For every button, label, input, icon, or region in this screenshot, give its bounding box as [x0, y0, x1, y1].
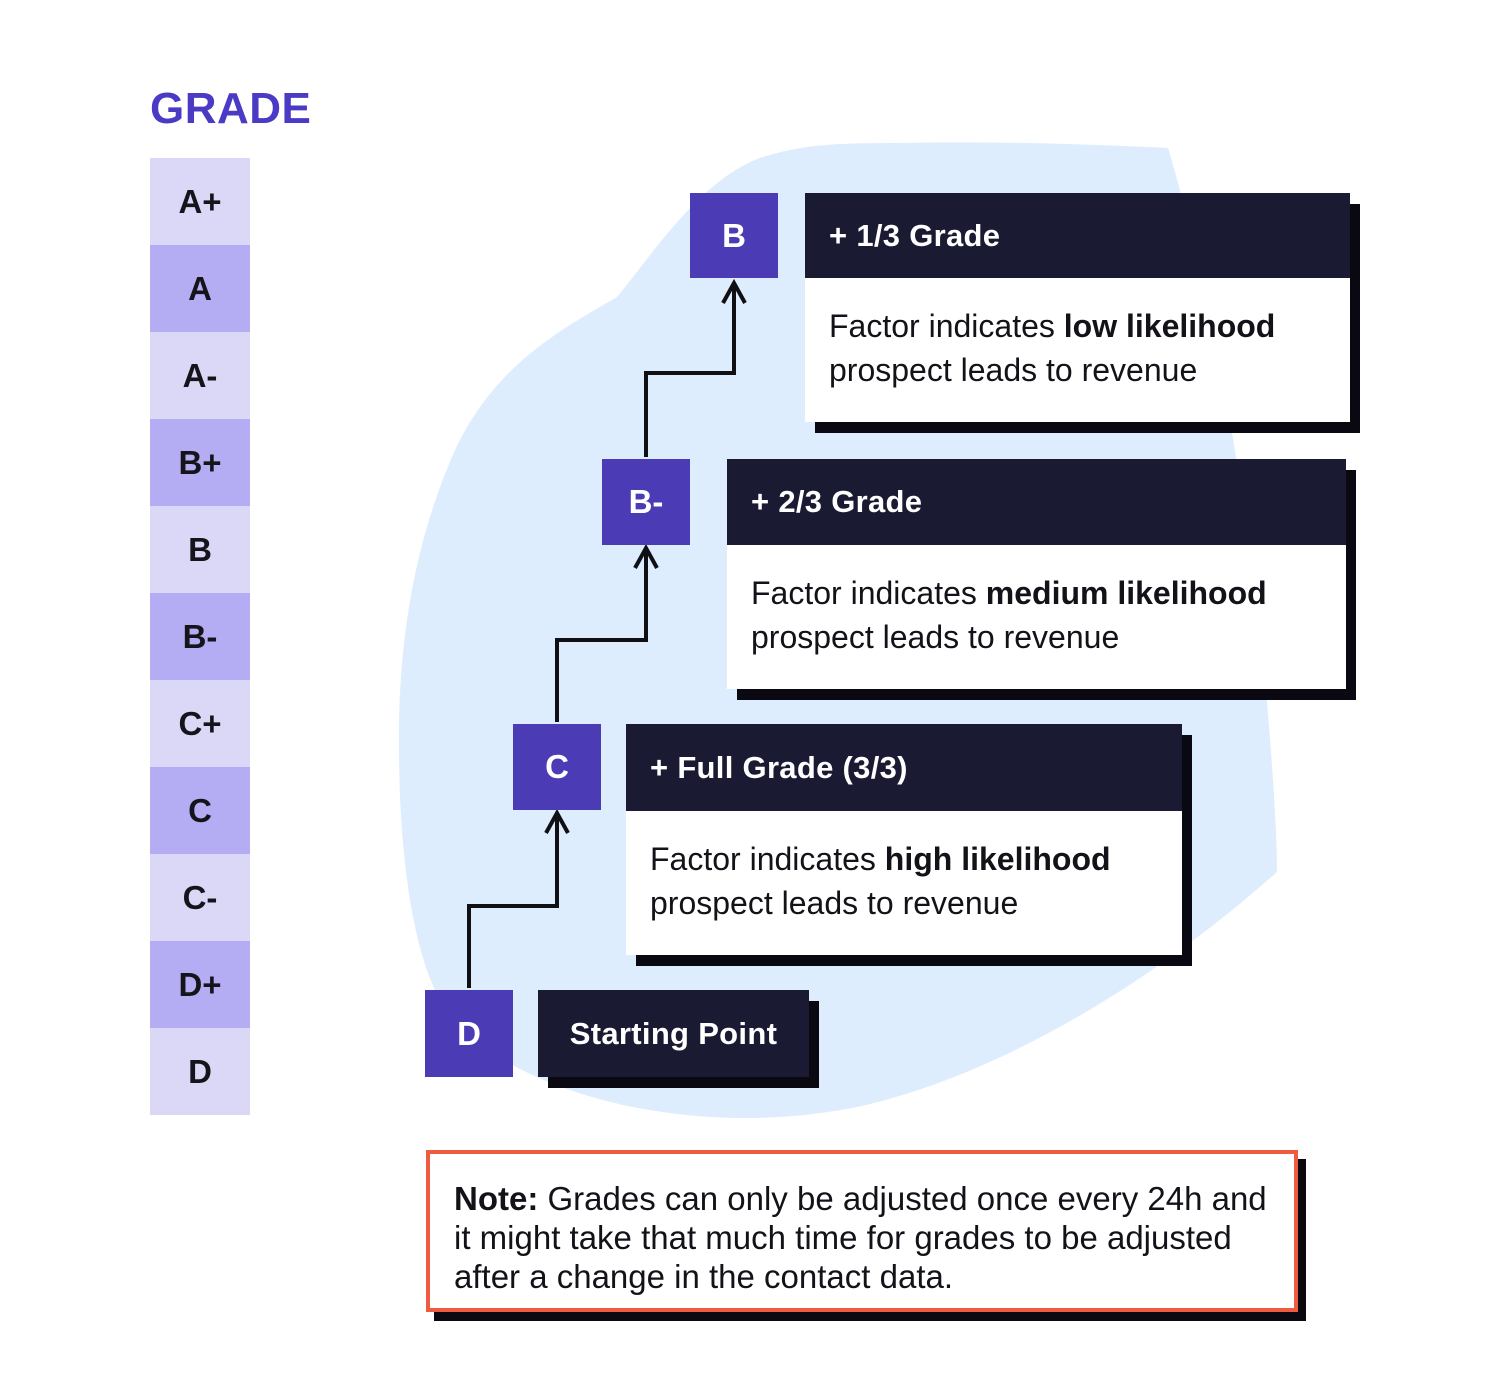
step-card-one-third: + 1/3 Grade Factor indicates low likelih…: [805, 193, 1350, 422]
step-card-header: + Full Grade (3/3): [626, 724, 1182, 811]
note-text: Grades can only be adjusted once every 2…: [454, 1180, 1267, 1295]
arrow-shaft: [555, 551, 648, 722]
arrowhead-up-icon: [633, 543, 659, 569]
grade-box-b-minus: B-: [602, 459, 690, 545]
note-label: Note:: [454, 1180, 539, 1217]
step-card-header: + 1/3 Grade: [805, 193, 1350, 278]
arrow-shaft: [644, 286, 736, 457]
grade-box-b: B: [690, 193, 778, 278]
body-emphasis: low likelihood: [1063, 308, 1276, 344]
grade-cell-d-plus: D+: [150, 941, 250, 1028]
body-text: Factor indicates: [829, 308, 1064, 344]
arrow-c-to-bminus: [555, 543, 659, 722]
step-card-body: Factor indicates low likelihood prospect…: [805, 278, 1350, 422]
body-text: Factor indicates: [751, 575, 986, 611]
step-card-body: Factor indicates high likelihood prospec…: [626, 811, 1182, 955]
step-card-full-grade: + Full Grade (3/3) Factor indicates high…: [626, 724, 1182, 955]
note-box: Note: Grades can only be adjusted once e…: [426, 1150, 1298, 1312]
grade-cell-a-plus: A+: [150, 158, 250, 245]
body-text-line2: prospect leads to revenue: [829, 352, 1198, 388]
arrowhead-up-icon: [544, 808, 570, 834]
step-card-two-thirds: + 2/3 Grade Factor indicates medium like…: [727, 459, 1346, 689]
grade-cell-a-minus: A-: [150, 332, 250, 419]
arrow-shaft: [467, 816, 559, 988]
starting-point-label: Starting Point: [538, 990, 809, 1077]
grade-cell-b-plus: B+: [150, 419, 250, 506]
step-card-body: Factor indicates medium likelihood prosp…: [727, 545, 1346, 689]
grade-cell-a: A: [150, 245, 250, 332]
grade-cell-d: D: [150, 1028, 250, 1115]
body-text-line2: prospect leads to revenue: [650, 885, 1019, 921]
grade-cell-b-minus: B-: [150, 593, 250, 680]
body-text: Factor indicates: [650, 841, 885, 877]
body-emphasis: medium likelihood: [985, 575, 1267, 611]
grade-scale-title: GRADE: [150, 84, 312, 133]
step-card-header: + 2/3 Grade: [727, 459, 1346, 545]
body-emphasis: high likelihood: [884, 841, 1111, 877]
grade-cell-c-plus: C+: [150, 680, 250, 767]
grade-box-d: D: [425, 990, 513, 1077]
arrow-d-to-c: [467, 808, 570, 988]
grade-cell-c-minus: C-: [150, 854, 250, 941]
grade-scale-column: A+ A A- B+ B B- C+ C C- D+ D: [150, 158, 250, 1115]
grade-cell-c: C: [150, 767, 250, 854]
arrowhead-up-icon: [721, 278, 747, 304]
arrow-bminus-to-b: [644, 278, 747, 457]
body-text-line2: prospect leads to revenue: [751, 619, 1120, 655]
grade-box-c: C: [513, 724, 601, 810]
grade-cell-b: B: [150, 506, 250, 593]
